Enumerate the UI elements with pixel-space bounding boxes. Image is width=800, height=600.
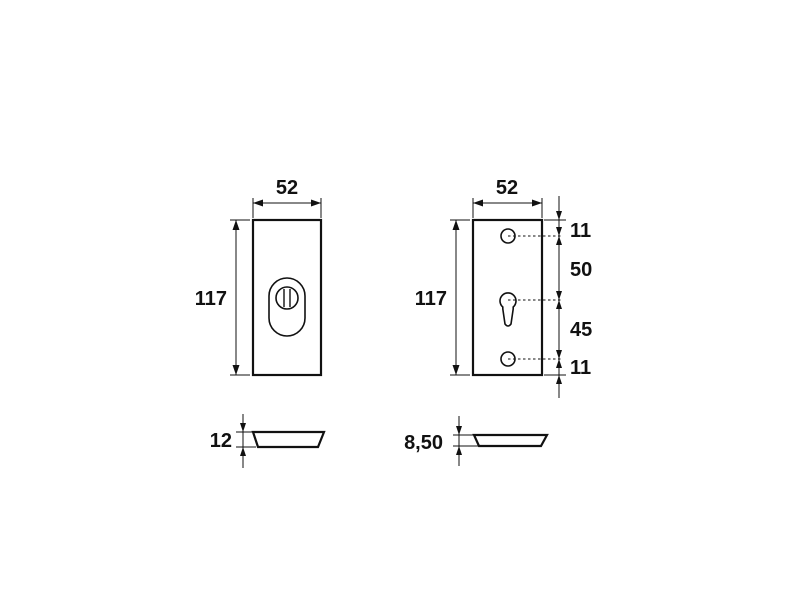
offset-lower-label: 45	[570, 319, 592, 341]
right-thickness-label: 8,50	[404, 432, 443, 454]
left-width-dimension: 52	[252, 177, 322, 218]
cylinder-cover-icon	[268, 277, 306, 337]
right-plate-side-view: 8,50	[404, 416, 549, 466]
keyhole-icon	[499, 292, 517, 327]
left-plate-profile	[251, 430, 326, 449]
right-width-label: 52	[496, 177, 518, 199]
offset-top-label: 11	[570, 220, 591, 242]
right-plate-profile	[472, 433, 549, 448]
right-plate-front-view	[471, 218, 563, 377]
right-height-label: 117	[415, 288, 447, 310]
right-height-dimension: 117	[415, 219, 470, 376]
offset-bottom-label: 11	[570, 357, 591, 379]
right-width-dimension: 52	[472, 177, 543, 218]
right-hole-spacing-dimensions: 11 50 45 11	[544, 196, 592, 398]
left-width-label: 52	[276, 177, 298, 199]
left-height-label: 117	[195, 288, 227, 310]
left-height-dimension: 117	[195, 219, 250, 376]
left-thickness-label: 12	[210, 430, 232, 452]
left-plate-front-view	[251, 218, 323, 377]
left-plate-outline	[251, 218, 323, 377]
right-plate-outline	[471, 218, 544, 377]
offset-upper-label: 50	[570, 259, 592, 281]
left-plate-side-view: 12	[210, 414, 326, 468]
